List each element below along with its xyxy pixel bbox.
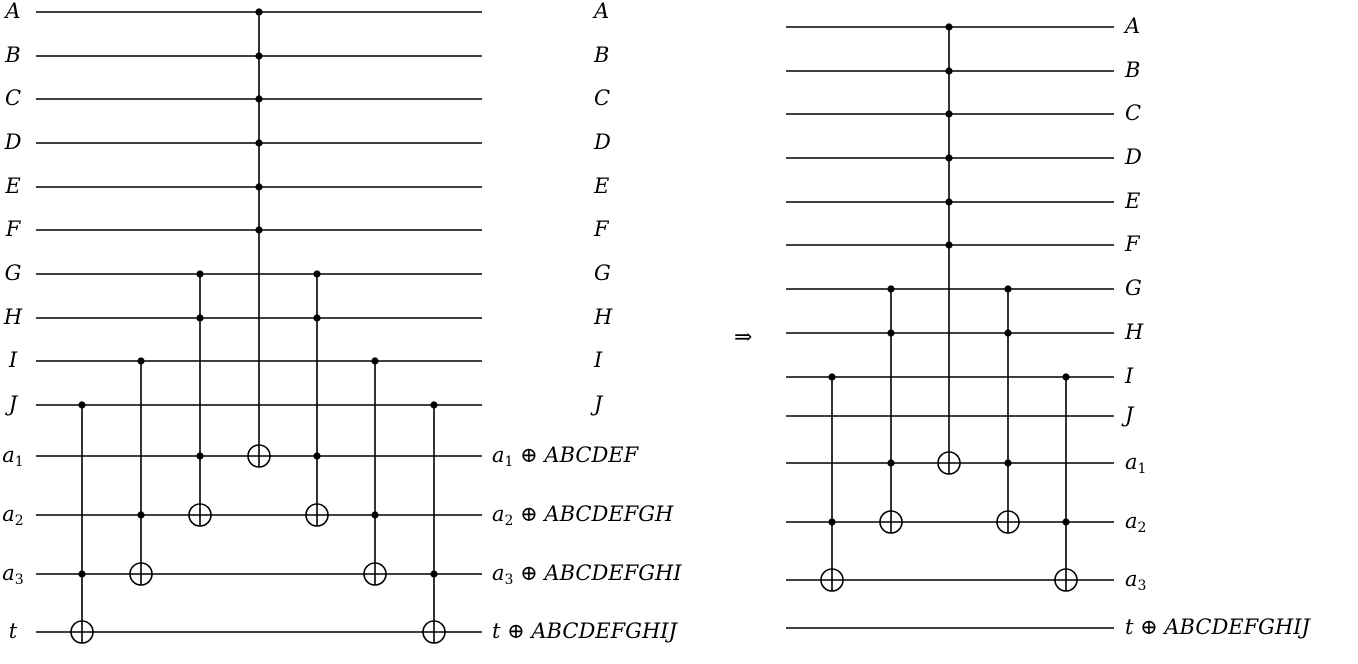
- output-wire-label: F: [1125, 232, 1140, 256]
- output-wire-label: D: [1125, 145, 1142, 169]
- control-dot: [945, 23, 953, 31]
- control-dot: [255, 139, 263, 147]
- output-wire-label: I: [594, 348, 603, 372]
- output-wire-label: E: [1125, 189, 1141, 213]
- control-dot: [137, 357, 145, 365]
- output-wire-label: A: [1125, 14, 1141, 38]
- control-dot: [945, 154, 953, 162]
- control-dot: [1062, 518, 1070, 526]
- control-dot: [196, 452, 204, 460]
- input-wire-label: a2: [2, 502, 24, 529]
- control-dot: [371, 511, 379, 519]
- control-dot: [313, 452, 321, 460]
- output-wire-label: G: [1125, 276, 1142, 300]
- output-wire-label: a1 ⊕ ABCDEF: [492, 443, 639, 470]
- control-dot: [887, 329, 895, 337]
- control-dot: [887, 459, 895, 467]
- control-dot: [828, 518, 836, 526]
- output-wire-label: F: [594, 217, 609, 241]
- control-dot: [945, 198, 953, 206]
- control-dot: [1004, 329, 1012, 337]
- input-wire-label: F: [5, 217, 21, 241]
- output-wire-label: a2: [1125, 509, 1147, 536]
- input-wire-label: D: [4, 130, 22, 154]
- control-dot: [78, 401, 86, 409]
- output-wire-label: a2 ⊕ ABCDEFGH: [492, 502, 674, 529]
- output-wire-label: J: [594, 392, 603, 416]
- control-dot: [313, 270, 321, 278]
- input-wire-label: C: [4, 86, 22, 110]
- input-wire-label: I: [8, 348, 18, 372]
- control-dot: [371, 357, 379, 365]
- output-wire-label: E: [594, 174, 610, 198]
- input-wire-label: a1: [2, 443, 24, 470]
- input-wire-label: a3: [2, 561, 24, 588]
- output-wire-label: a3 ⊕ ABCDEFGHI: [492, 561, 682, 588]
- input-wire-label: J: [8, 392, 18, 416]
- implies-arrow: ⇒: [734, 325, 753, 350]
- output-wire-label: B: [1125, 58, 1141, 82]
- control-dot: [1062, 373, 1070, 381]
- output-wire-label: I: [1125, 364, 1134, 388]
- control-dot: [137, 511, 145, 519]
- control-dot: [255, 226, 263, 234]
- control-dot: [313, 314, 321, 322]
- input-wire-label: A: [5, 0, 21, 23]
- control-dot: [255, 52, 263, 60]
- output-wire-label: t ⊕ ABCDEFGHIJ: [1125, 615, 1310, 639]
- input-wire-label: B: [5, 43, 21, 67]
- input-wire-label: G: [4, 261, 22, 285]
- input-wire-label: t: [8, 619, 18, 643]
- control-dot: [430, 570, 438, 578]
- control-dot: [945, 241, 953, 249]
- output-wire-label: H: [594, 305, 613, 329]
- output-wire-label: C: [594, 86, 611, 110]
- control-dot: [1004, 459, 1012, 467]
- output-wire-label: C: [1125, 101, 1142, 125]
- input-wire-label: H: [3, 305, 23, 329]
- control-dot: [1004, 285, 1012, 293]
- output-wire-label: t ⊕ ABCDEFGHIJ: [492, 619, 677, 643]
- control-dot: [255, 95, 263, 103]
- output-wire-label: H: [1125, 320, 1144, 344]
- control-dot: [196, 314, 204, 322]
- control-dot: [196, 270, 204, 278]
- control-dot: [887, 285, 895, 293]
- output-wire-label: J: [1125, 403, 1134, 427]
- control-dot: [945, 67, 953, 75]
- control-dot: [828, 373, 836, 381]
- output-wire-label: G: [594, 261, 611, 285]
- control-dot: [255, 183, 263, 191]
- input-wire-label: E: [5, 174, 21, 198]
- control-dot: [78, 570, 86, 578]
- output-wire-label: B: [594, 43, 610, 67]
- output-wire-label: a1: [1125, 450, 1147, 477]
- output-wire-label: a3: [1125, 567, 1147, 594]
- output-wire-label: A: [594, 0, 610, 23]
- output-wire-label: D: [594, 130, 611, 154]
- control-dot: [255, 8, 263, 16]
- control-dot: [945, 110, 953, 118]
- control-dot: [430, 401, 438, 409]
